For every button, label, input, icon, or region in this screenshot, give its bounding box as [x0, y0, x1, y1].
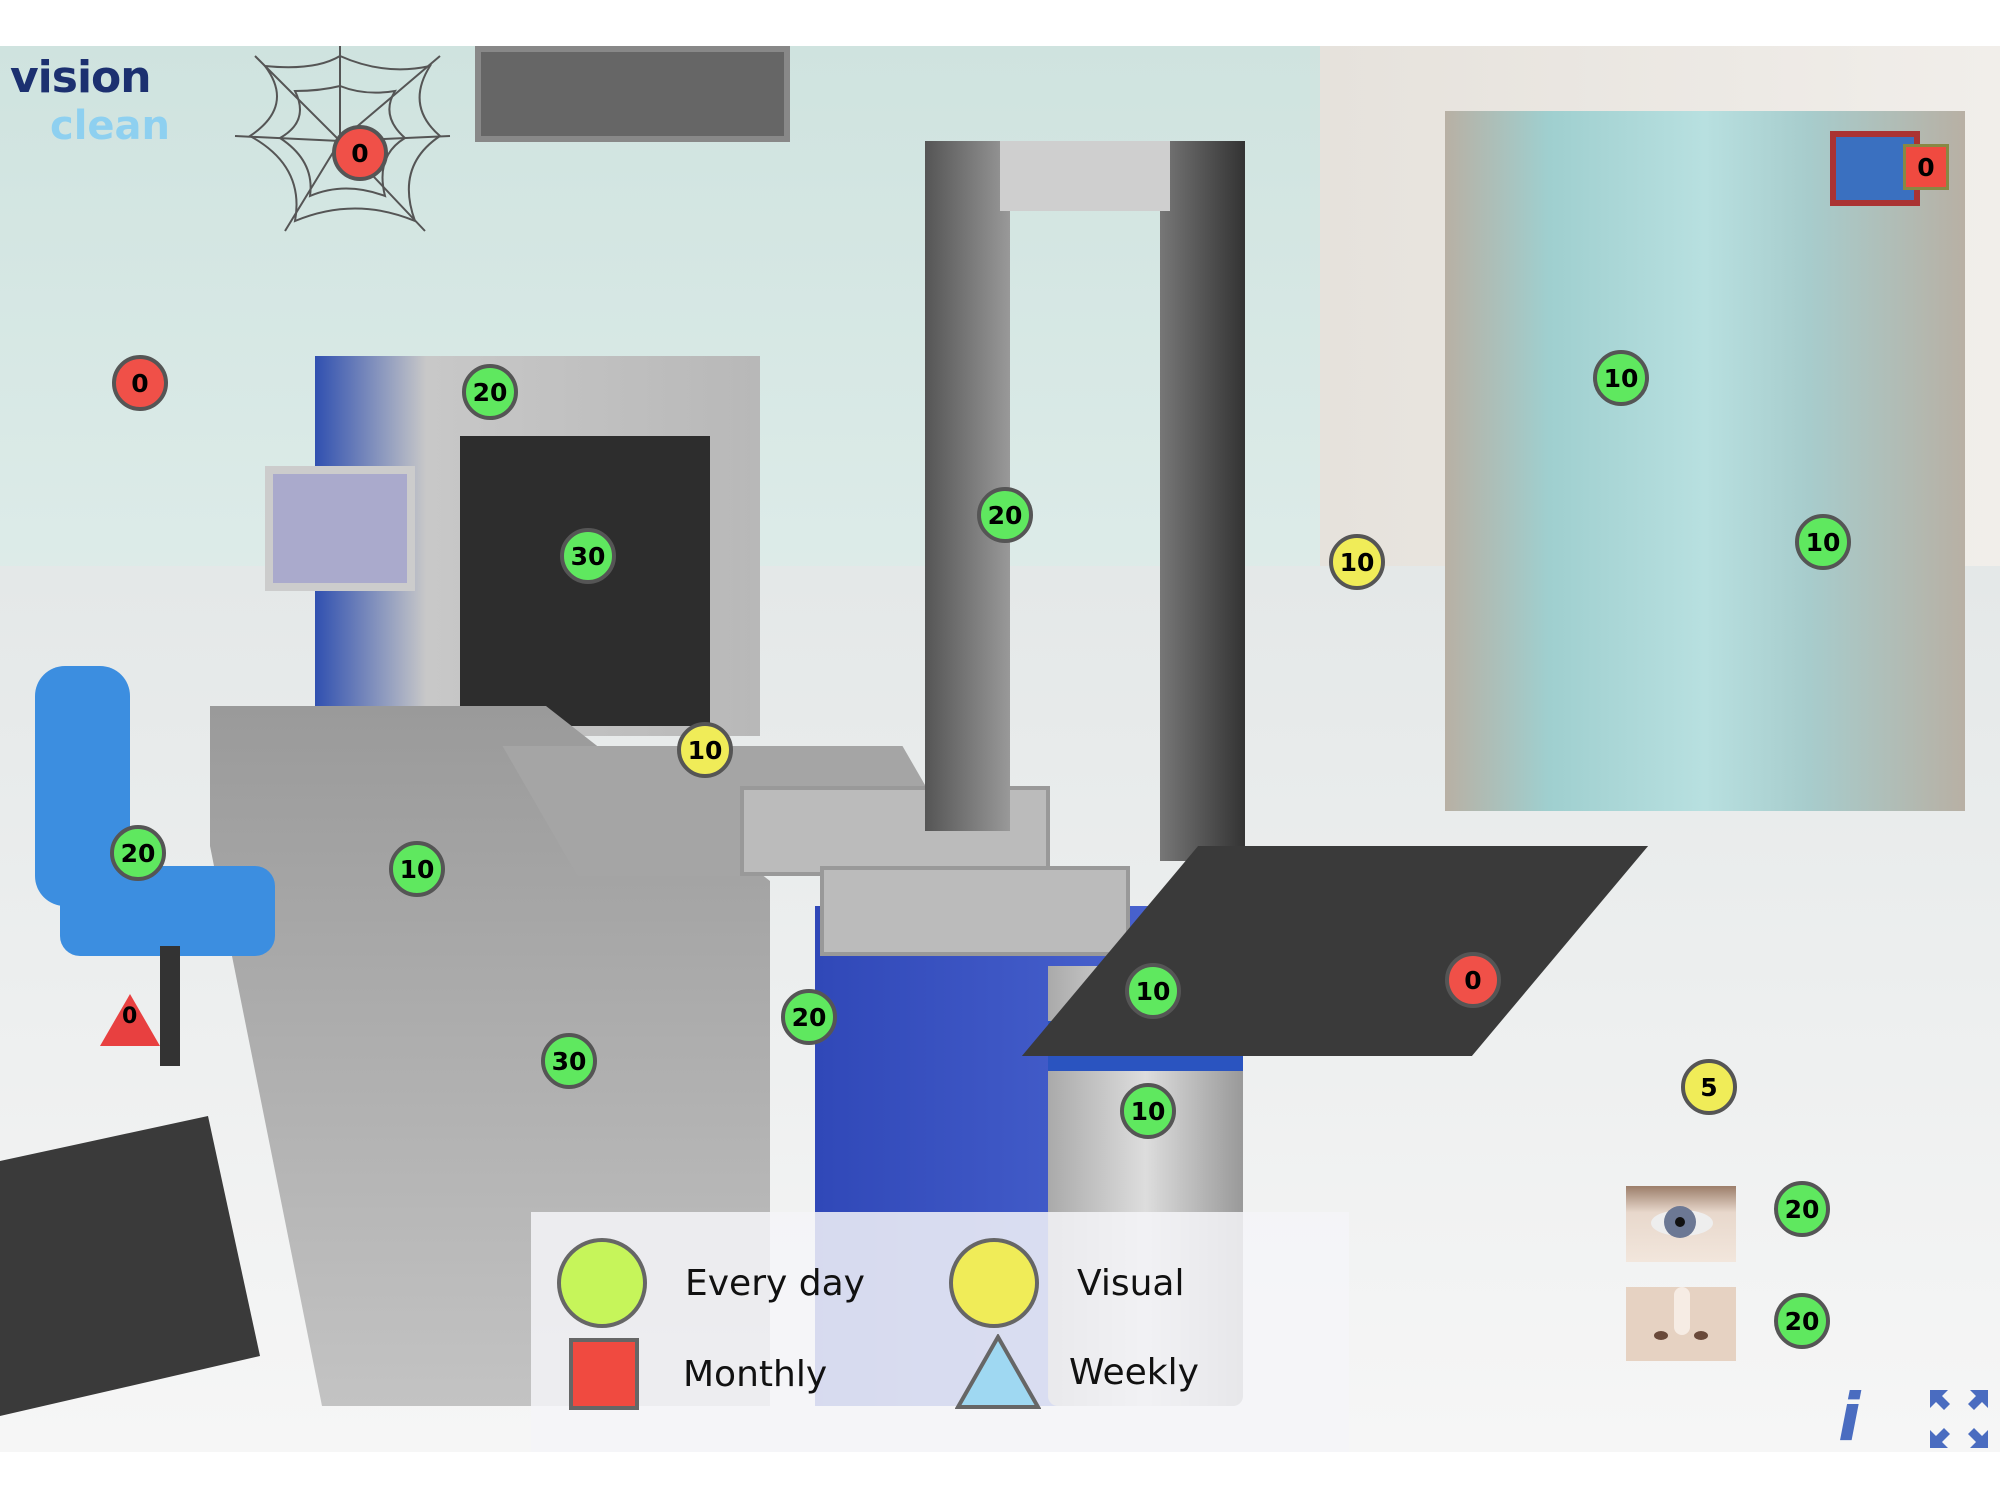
legend-label: Weekly	[1069, 1351, 1199, 1393]
legend-label: Visual	[1077, 1262, 1185, 1304]
marker-nose[interactable]: 20	[1774, 1293, 1830, 1349]
legend-visual: Visual	[949, 1238, 1184, 1328]
nose-icon[interactable]	[1626, 1287, 1736, 1361]
red-square-icon	[569, 1338, 639, 1410]
info-button[interactable]: i	[1838, 1379, 1861, 1456]
detector-top	[1000, 141, 1170, 211]
legend-every-day: Every day	[557, 1238, 865, 1328]
legend-weekly: Weekly	[955, 1334, 1199, 1410]
marker-spiderweb[interactable]: 0	[332, 125, 388, 181]
monitor-screen	[475, 46, 790, 142]
logo-text-vision: vision	[10, 52, 152, 103]
marker-bin-body[interactable]: 10	[1120, 1083, 1176, 1139]
marker-value: 0	[122, 1004, 138, 1029]
chair-seat	[60, 866, 275, 956]
logo-text-clean: clean	[50, 103, 171, 150]
detector-post-right	[1160, 141, 1245, 861]
spider-web-icon	[234, 46, 451, 232]
marker-chair[interactable]: 20	[110, 825, 166, 881]
security-checkpoint-scene	[0, 46, 2000, 1452]
marker-desk-top[interactable]: 10	[389, 841, 445, 897]
marker-metal-detector[interactable]: 20	[977, 487, 1033, 543]
marker-xray-tunnel[interactable]: 30	[560, 528, 616, 584]
xray-monitor	[265, 466, 415, 591]
marker-desk-front[interactable]: 30	[541, 1033, 597, 1089]
marker-back-wall[interactable]: 0	[112, 355, 168, 411]
detector-post-left	[925, 141, 1010, 831]
marker-floor-mat[interactable]: 0	[1445, 952, 1501, 1008]
tray	[820, 866, 1130, 956]
marker-railing[interactable]: 10	[1329, 534, 1385, 590]
triangle-icon	[100, 994, 160, 1046]
marker-xray-top[interactable]: 20	[462, 364, 518, 420]
body-scanner	[1445, 111, 1965, 811]
fullscreen-icon[interactable]	[1928, 1388, 1990, 1450]
marker-conveyor[interactable]: 10	[677, 722, 733, 778]
marker-scanner-glass[interactable]: 10	[1593, 350, 1649, 406]
marker-bin-top[interactable]: 10	[1125, 963, 1181, 1019]
legend-label: Monthly	[683, 1353, 828, 1395]
legend-label: Every day	[685, 1262, 865, 1304]
visionclean-logo: vision clean	[10, 52, 171, 150]
marker-scanner-side[interactable]: 10	[1795, 514, 1851, 570]
legend-monthly: Monthly	[569, 1338, 827, 1410]
green-circle-icon	[557, 1238, 647, 1328]
blue-triangle-icon	[955, 1334, 1041, 1409]
marker-floor[interactable]: 5	[1681, 1059, 1737, 1115]
chair-stem	[160, 946, 180, 1066]
yellow-circle-icon	[949, 1238, 1039, 1328]
marker-scanner-sign[interactable]: 0	[1903, 144, 1949, 190]
legend: Every day Visual Monthly Weekly	[531, 1212, 1349, 1452]
marker-eye[interactable]: 20	[1774, 1181, 1830, 1237]
marker-desk-side[interactable]: 20	[781, 989, 837, 1045]
eye-icon[interactable]	[1626, 1186, 1736, 1262]
